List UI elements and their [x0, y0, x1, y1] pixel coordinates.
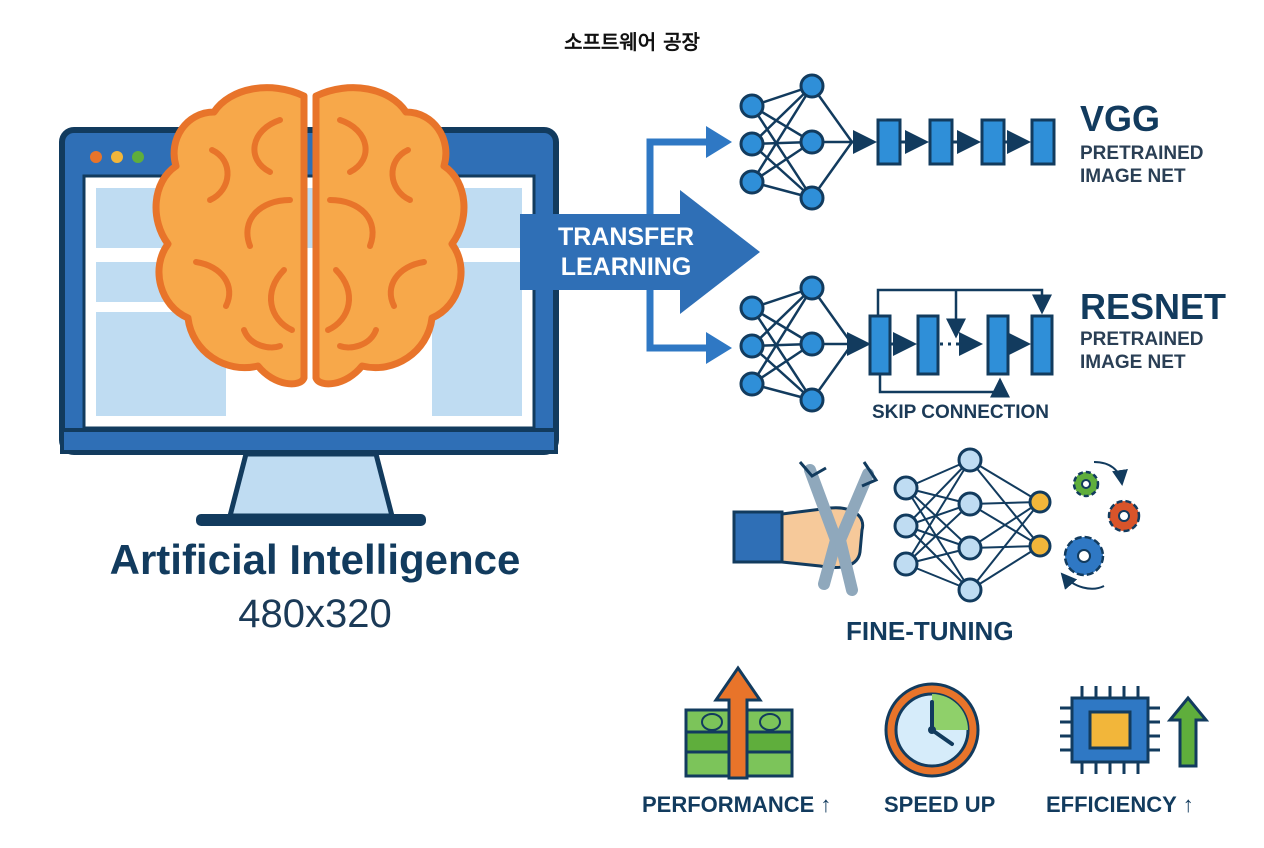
clock-icon — [884, 682, 980, 778]
resnet-sub-line1: PRETRAINED — [1080, 329, 1204, 350]
money-icon — [684, 665, 794, 780]
up-arrow-icon: ↑ — [1182, 792, 1194, 817]
resnet-network-icon — [739, 275, 1054, 413]
metric-efficiency: EFFICIENCY↑ — [1046, 792, 1194, 818]
transfer-arrow — [520, 126, 760, 364]
metric-performance: PERFORMANCE↑ — [642, 792, 831, 818]
vgg-subtitle: PRETRAINED IMAGE NET — [1080, 142, 1204, 188]
ai-resolution: 480x320 — [238, 592, 392, 636]
metric-speed-label: SPEED UP — [884, 792, 996, 817]
vgg-sub-line1: PRETRAINED — [1080, 143, 1204, 164]
transfer-line2: LEARNING — [560, 253, 692, 281]
skip-connection-label: SKIP CONNECTION — [872, 402, 1050, 423]
vgg-title: VGG — [1080, 98, 1161, 139]
ai-title: Artificial Intelligence — [109, 536, 521, 583]
finetune-network-icon — [893, 447, 1052, 603]
resnet-subtitle: PRETRAINED IMAGE NET — [1080, 328, 1204, 374]
metric-speed-up: SPEED UP — [884, 792, 995, 818]
page-title: 소프트웨어 공장 — [564, 30, 700, 54]
hand-wrench-icon — [732, 461, 879, 596]
brain-icon — [152, 84, 468, 388]
vgg-network-icon — [739, 73, 1056, 211]
metric-performance-label: PERFORMANCE — [642, 792, 815, 817]
resnet-title: RESNET — [1080, 286, 1227, 327]
transfer-line1: TRANSFER — [557, 223, 695, 251]
chip-icon — [1060, 686, 1210, 774]
vgg-sub-line2: IMAGE NET — [1080, 166, 1186, 187]
gears-icon — [1060, 461, 1141, 590]
metric-efficiency-label: EFFICIENCY — [1046, 792, 1177, 817]
resnet-sub-line2: IMAGE NET — [1080, 352, 1186, 373]
monitor-icon — [59, 127, 559, 526]
transfer-learning-label: TRANSFER LEARNING — [536, 222, 716, 282]
fine-tuning-label: FINE-TUNING — [846, 616, 1014, 646]
up-arrow-icon: ↑ — [820, 792, 832, 817]
